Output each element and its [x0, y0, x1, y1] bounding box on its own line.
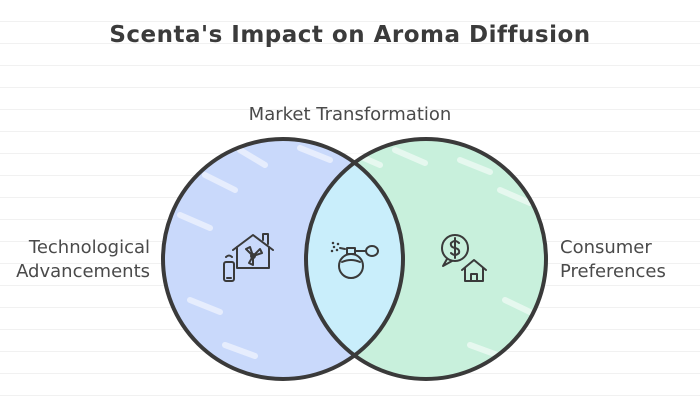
label-consumer-preferences: Consumer Preferences	[560, 236, 690, 284]
perfume-atomizer-icon	[330, 241, 379, 279]
label-left-line2: Advancements	[16, 261, 150, 282]
label-right-line2: Preferences	[560, 261, 666, 282]
venn-circle-right	[304, 137, 548, 381]
label-technological-advancements: Technological Advancements	[8, 236, 150, 284]
hatch-accents	[177, 145, 533, 359]
label-left-line1: Technological	[28, 237, 150, 258]
venn-overlap-fill	[306, 139, 403, 379]
page-title: Scenta's Impact on Aroma Diffusion	[109, 22, 591, 48]
label-market-transformation: Market Transformation	[248, 104, 452, 125]
venn-circle-left	[161, 137, 405, 381]
money-house-icon	[441, 234, 487, 282]
smart-home-icon	[223, 233, 274, 282]
label-right-line1: Consumer	[560, 237, 652, 258]
